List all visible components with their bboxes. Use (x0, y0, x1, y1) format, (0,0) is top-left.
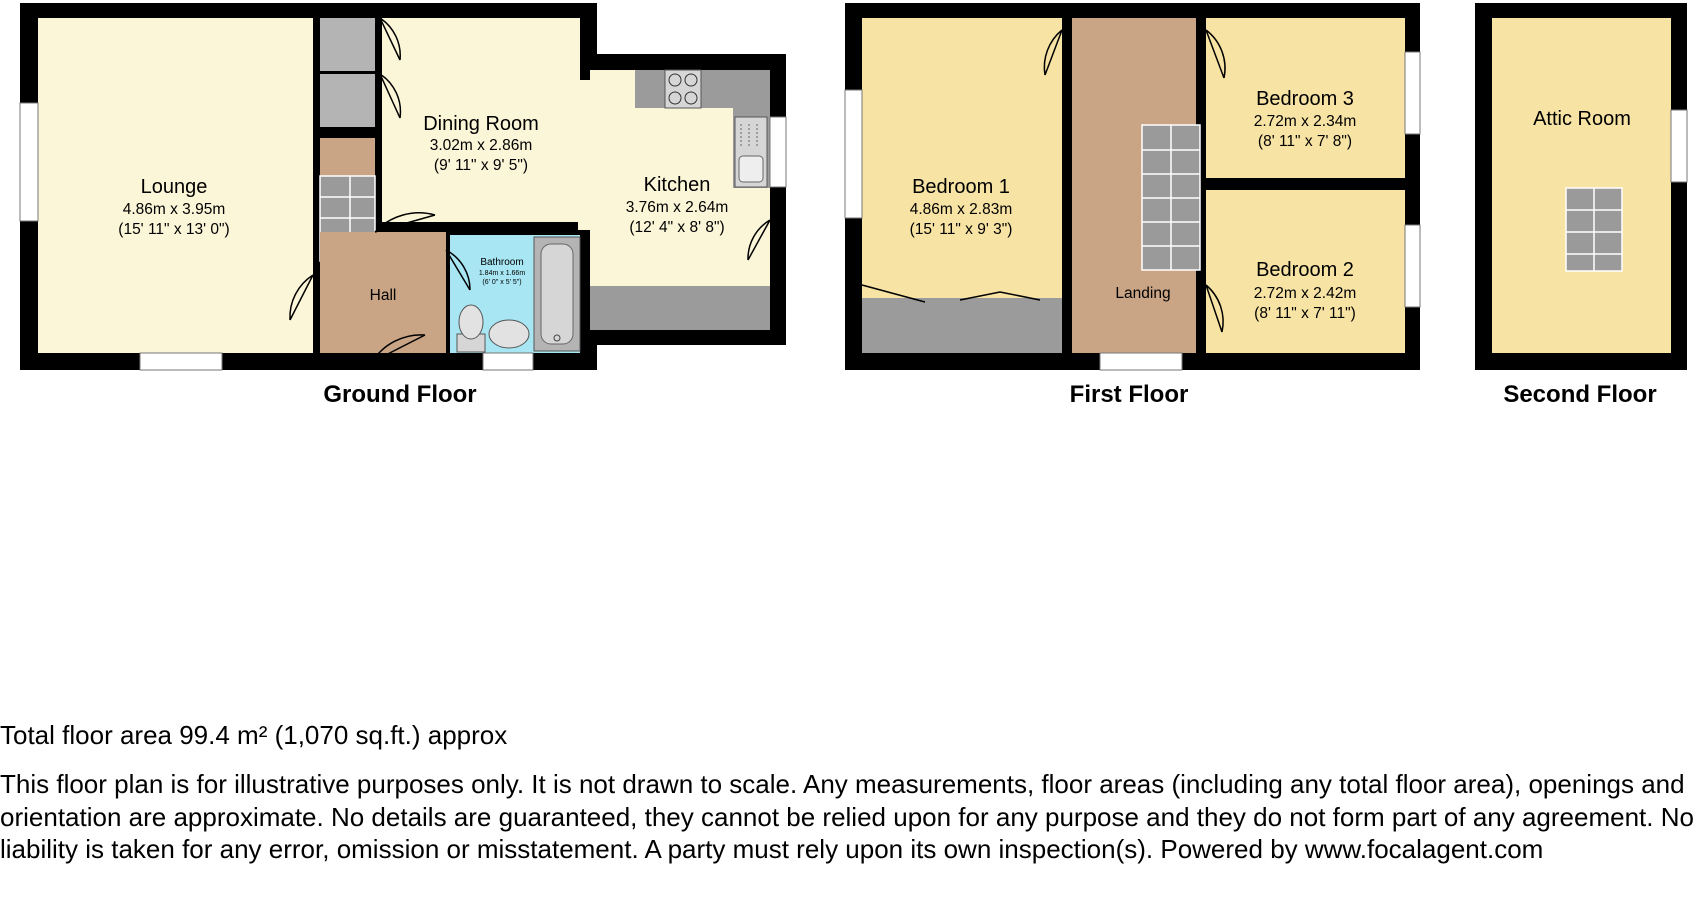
bathroom-imperial: (6' 0" x 5' 5") (482, 279, 521, 286)
kitchen-label: Kitchen (644, 174, 711, 196)
dining-room (382, 18, 580, 222)
cupboard-2 (320, 74, 375, 127)
kitchen-window (769, 116, 787, 188)
bedroom2-room (1206, 190, 1405, 353)
total-floor-area: Total floor area 99.4 m² (1,070 sq.ft.) … (0, 720, 508, 750)
bedroom3-metric: 2.72m x 2.34m (1254, 113, 1357, 130)
bathroom-sink (488, 319, 530, 349)
bedroom1-metric: 4.86m x 2.83m (910, 201, 1013, 218)
first-floor-staircase (1141, 124, 1201, 271)
hall-label: Hall (370, 287, 397, 304)
hob (664, 69, 702, 109)
first-floor-title: First Floor (1070, 381, 1189, 408)
bedroom1-window (844, 89, 863, 219)
landing-window (1099, 352, 1183, 371)
disclaimer-text: This floor plan is for illustrative purp… (0, 769, 1694, 864)
dining-metric: 3.02m x 2.86m (430, 137, 533, 154)
first-floor-doors (861, 29, 1226, 333)
second-floor-title: Second Floor (1503, 381, 1656, 408)
bath-drain (553, 334, 561, 342)
lounge-window-front (139, 352, 223, 371)
attic-label: Attic Room (1533, 108, 1631, 130)
dining-label: Dining Room (423, 113, 539, 135)
ground-floor-title: Ground Floor (323, 381, 476, 408)
second-floor-plan (1475, 3, 1688, 370)
lounge-metric: 4.86m x 3.95m (123, 201, 226, 218)
hall-room (320, 232, 446, 353)
bedroom1-label: Bedroom 1 (912, 176, 1010, 198)
bedroom2-metric: 2.72m x 2.42m (1254, 285, 1357, 302)
bedroom3-imperial: (8' 11" x 7' 8") (1258, 133, 1352, 150)
bathroom-label: Bathroom (480, 257, 523, 268)
kitchen-sink (734, 116, 768, 188)
first-floor-plan (844, 3, 1421, 371)
bedroom1-wardrobe (862, 298, 1062, 353)
dining-kitchen-opening (578, 80, 592, 230)
attic-window (1670, 109, 1688, 183)
dining-imperial: (9' 11" x 9' 5") (434, 157, 528, 174)
second-floor-staircase (1565, 187, 1623, 272)
bedroom3-room (1206, 18, 1405, 178)
attic-room (1492, 18, 1671, 353)
landing-label: Landing (1115, 285, 1170, 302)
cupboard-1 (320, 18, 375, 71)
lounge-label: Lounge (141, 176, 208, 198)
bedroom3-window (1404, 51, 1421, 135)
kitchen-counter-bottom (590, 286, 770, 330)
bath-basin (540, 243, 574, 345)
bedroom2-window (1404, 224, 1421, 308)
lounge-imperial: (15' 11" x 13' 0") (118, 221, 229, 238)
lounge-room (38, 18, 313, 353)
bathroom-metric: 1.84m x 1.66m (479, 270, 525, 277)
kitchen-imperial: (12' 4" x 8' 8") (629, 219, 724, 236)
bedroom1-imperial: (15' 11" x 9' 3") (910, 221, 1013, 238)
bedroom3-label: Bedroom 3 (1256, 88, 1354, 110)
kitchen-metric: 3.76m x 2.64m (626, 199, 729, 216)
bathroom-window (482, 352, 534, 371)
toilet-bowl (458, 304, 484, 340)
ground-floor-doors (289, 17, 771, 363)
ground-floor-plan (19, 3, 787, 371)
bedroom2-label: Bedroom 2 (1256, 259, 1354, 281)
lounge-window (19, 102, 39, 222)
bedroom2-imperial: (8' 11" x 7' 11") (1254, 305, 1356, 322)
